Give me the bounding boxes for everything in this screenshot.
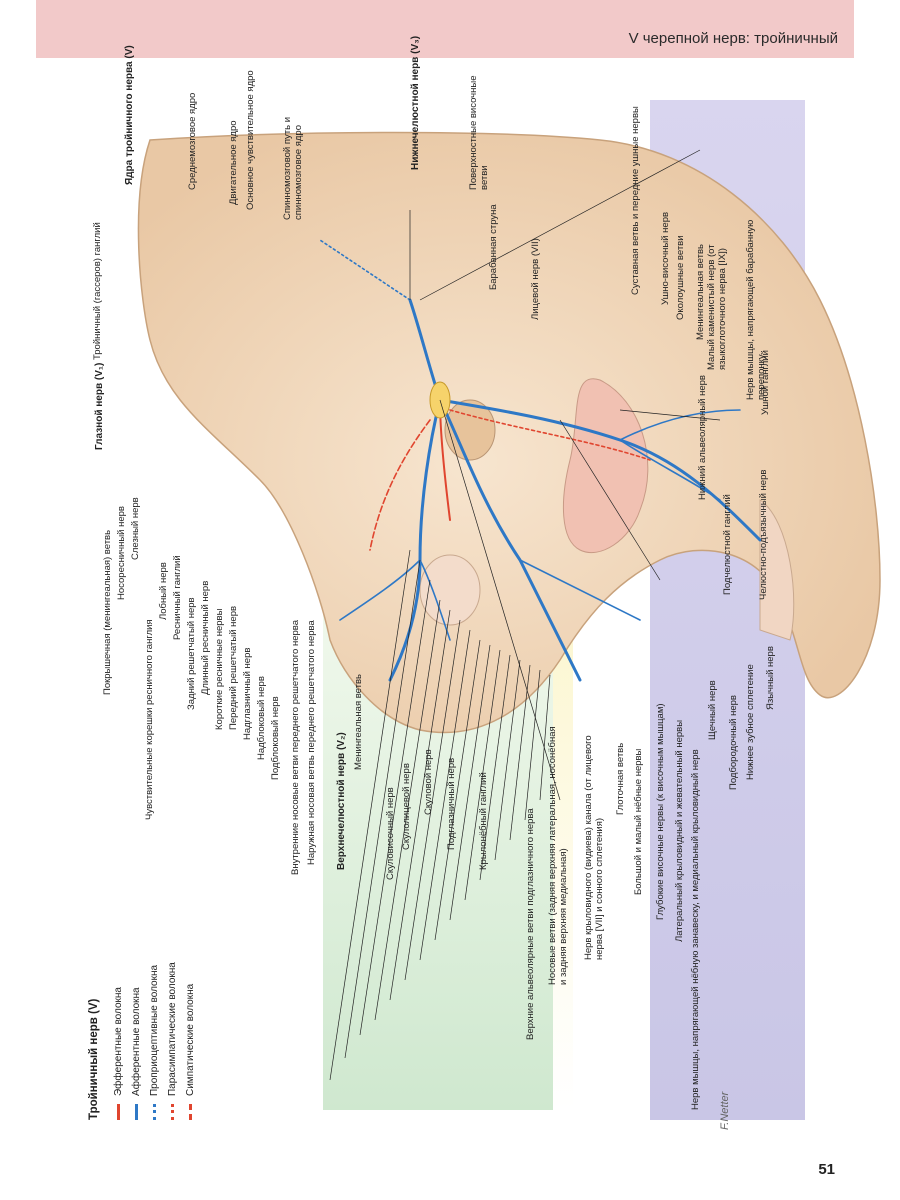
legend-parasympathetic: Парасимпатические волокна <box>166 962 178 1120</box>
label-tentorial: Покрышечная (менингеальная) ветвь <box>102 529 113 695</box>
label-tensor-tympani: Нерв мышцы, напрягающей барабанную переп… <box>745 219 767 400</box>
label-nuc-motor: Двигательное ядро <box>228 120 239 205</box>
artist-signature: F.Netter <box>719 1091 731 1130</box>
sympathetic-swatch <box>188 1104 192 1120</box>
label-external-nasal: Наружная носовая ветвь переднего решетча… <box>306 620 317 865</box>
lip-shape <box>759 499 795 641</box>
header-band <box>36 0 854 58</box>
legend-efferent-label: Эфферентные волокна <box>112 987 124 1096</box>
label-supraorbital: Надглазничный нерв <box>242 647 253 740</box>
label-infraorbital: Подглазничный нерв <box>446 757 457 850</box>
label-nuclei-title: Ядра тройничного нерва (V) <box>124 45 135 185</box>
label-zygomaticofacial: Скулолицевой нерв <box>401 763 412 850</box>
label-zygomatic: Скуловой нерв <box>423 749 434 815</box>
label-anterior-ethmoidal: Передний решетчатый нерв <box>228 605 239 730</box>
label-nasal-branches: Носовые ветви (задняя верхняя латеральна… <box>547 726 569 985</box>
label-inferior-alveolar: Нижний альвеолярный нерв <box>697 375 708 500</box>
label-mandibular: Нижнечелюстной нерв (V₃) <box>410 35 421 170</box>
sympathetic-fibers <box>369 419 431 551</box>
label-internal-nasal: Внутренние носовые ветви переднего решет… <box>290 619 301 875</box>
label-pterygoid-nerves: Латеральный крыловидный и жевательный не… <box>674 719 685 942</box>
label-supratrochlear: Надблоковый нерв <box>256 676 267 760</box>
page-header-title: V черепной нерв: тройничный <box>628 30 838 47</box>
label-short-ciliary: Короткие ресничные нервы <box>214 608 225 730</box>
ear-structure <box>444 399 496 461</box>
legend-sympathetic: Симпатические волокна <box>184 984 196 1120</box>
afferent-swatch <box>134 1104 138 1120</box>
label-facial-nerve: Лицевой нерв (VII) <box>530 238 541 320</box>
label-meningeal-v3: Менингеальная ветвь <box>695 244 706 340</box>
label-chorda-tympani: Барабанная струна <box>488 204 499 290</box>
label-auriculotemporal: Ушно-височный нерв <box>660 211 671 305</box>
lingual-branch <box>619 439 721 501</box>
eye-orbit <box>419 554 481 626</box>
label-nasociliary: Носоресничный нерв <box>116 506 127 600</box>
inferior-alveolar-branch <box>619 409 741 441</box>
label-maxillary: Верхнечелюстной нерв (V₂) <box>336 732 347 870</box>
label-submandibular-ganglion: Подчелюстной ганглий <box>722 494 733 595</box>
label-palatine: Большой и малый нёбные нервы <box>633 748 644 895</box>
label-meningeal-branch: Менингеальная ветвь <box>353 674 364 770</box>
parasympathetic-fibers <box>449 409 651 461</box>
label-deep-temporal: Глубокие височные нервы (к височным мышц… <box>655 703 666 920</box>
legend-afferent: Афферентные волокна <box>130 987 142 1120</box>
mesencephalic-tract <box>319 239 411 301</box>
label-ophthalmic: Глазной нерв (V₁) <box>94 362 105 450</box>
head-silhouette <box>137 131 881 734</box>
label-pterygoid-canal: Нерв крыловидного (видиева) канала (от л… <box>583 735 605 960</box>
leader-lines <box>329 149 721 1081</box>
label-zygomaticotemporal: Скуловисочный нерв <box>385 787 396 880</box>
frontal-branch <box>339 559 421 621</box>
label-nuc-mesencephalic: Среднемозговое ядро <box>187 92 198 190</box>
label-superior-alveolar: Верхние альвеолярные ветви подглазничног… <box>525 808 536 1040</box>
label-ciliary-ganglion: Ресничный ганглий <box>172 555 183 640</box>
legend-sympathetic-label: Симпатические волокна <box>184 983 196 1096</box>
label-superficial-temporal: Поверхностные височные ветви <box>468 75 490 190</box>
label-nuc-spinal: Спинномозговой путь и спинномозговое ядр… <box>282 116 304 220</box>
label-masseteric: Околоушные ветви <box>675 235 686 320</box>
label-pterygopalatine-ganglion: Крылонёбный ганглий <box>478 772 489 870</box>
label-mylohyoid: Челюстно-подъязычный нерв <box>758 469 769 600</box>
label-pharyngeal: Глоточная ветвь <box>615 742 626 815</box>
label-infratrochlear: Подблоковый нерв <box>270 696 281 780</box>
label-gasserian: Тройничный (гассеров) ганглий <box>92 222 103 360</box>
page-number: 51 <box>818 1161 835 1178</box>
label-buccal: Щечный нерв <box>707 680 718 740</box>
label-articular: Суставная ветвь и передние ушные нервы <box>630 106 641 295</box>
legend-afferent-label: Афферентные волокна <box>130 987 142 1096</box>
legend-proprioceptive-label: Проприоцептивные волокна <box>148 964 160 1096</box>
legend-title: Тройничный нерв (V) <box>88 998 100 1120</box>
parasympathetic-swatch <box>170 1104 174 1120</box>
proprioceptive-swatch <box>152 1104 156 1120</box>
label-lesser-petrosal: Малый каменистый нерв (от языкоглоточног… <box>706 244 728 370</box>
label-posterior-ethmoidal: Задний решетчатый нерв <box>186 597 197 710</box>
legend-efferent: Эфферентные волокна <box>112 987 124 1120</box>
label-lacrimal: Слезный нерв <box>130 497 141 560</box>
label-long-ciliary: Длинный ресничный нерв <box>200 580 211 695</box>
legend-parasympathetic-label: Парасимпатические волокна <box>166 962 178 1096</box>
label-tensor-veli: Нерв мышцы, напрягающей нёбную занавеску… <box>690 749 701 1110</box>
label-lingual: Язычный нерв <box>765 646 776 710</box>
label-sensory-roots: Чувствительные корешки ресничного гангли… <box>144 619 155 820</box>
label-mental: Подбородочный нерв <box>728 695 739 790</box>
label-frontal: Лобный нерв <box>158 562 169 620</box>
legend-proprioceptive: Проприоцептивные волокна <box>148 965 160 1120</box>
label-nuc-principal: Основное чувствительное ядро <box>245 70 256 210</box>
efferent-swatch <box>116 1104 120 1120</box>
infraorbital-branch <box>519 559 641 621</box>
label-inferior-dental-plexus: Нижнее зубное сплетение <box>745 664 756 780</box>
